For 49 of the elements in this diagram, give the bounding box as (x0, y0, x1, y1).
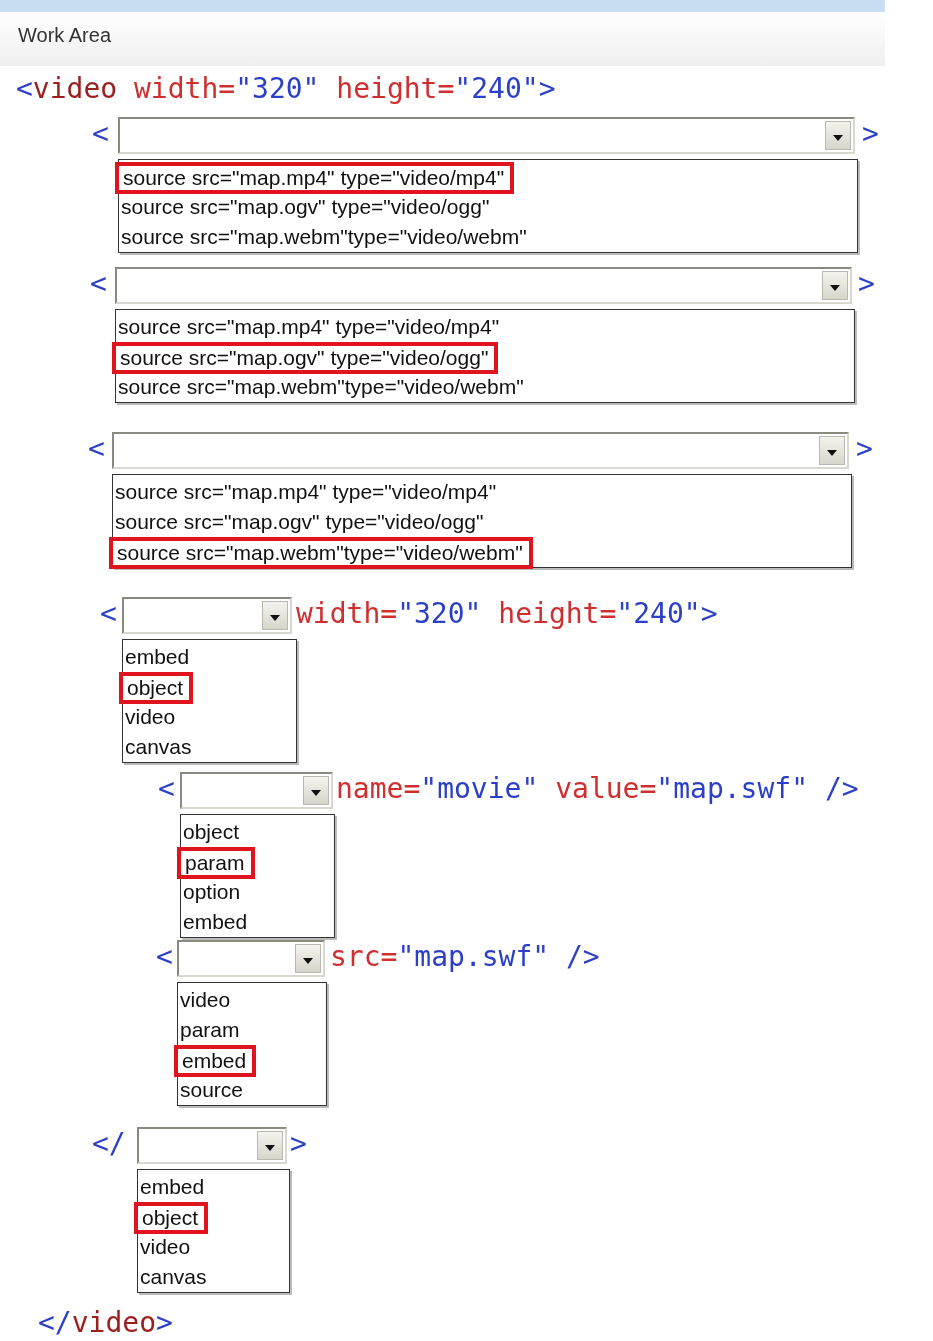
code-text: width="320" height="240"> (296, 597, 718, 631)
code-bracket: </ (92, 1127, 126, 1161)
code-bracket: < (90, 267, 107, 301)
option-list (112, 474, 852, 568)
code-line: </video> (38, 1306, 173, 1340)
option-list (122, 639, 297, 763)
code-bracket: < (92, 117, 109, 151)
option-text: canvas (140, 1265, 207, 1288)
option-text: canvas (125, 735, 192, 758)
option-text: param (180, 1018, 240, 1041)
code-text: name="movie" value="map.swf" /> (336, 772, 859, 806)
highlighted-option: source src="map.ogv" type="video/ogg" (112, 342, 499, 374)
option-list (180, 814, 335, 938)
option-text: source src="map.webm"type="video/webm" (118, 375, 524, 398)
code-bracket: > (290, 1127, 307, 1161)
option-text: video (125, 705, 176, 728)
panel-title: Work Area (18, 24, 111, 47)
option-text: video (180, 988, 231, 1011)
option-text: source src="map.mp4" type="video/mp4" (115, 480, 497, 503)
option-text: source src="map.webm"type="video/webm" (121, 225, 527, 248)
option-list (137, 1169, 290, 1293)
code-bracket: > (856, 432, 873, 466)
option-text: source src="map.mp4" type="video/mp4" (118, 315, 500, 338)
highlighted-option: source src="map.webm"type="video/webm" (109, 537, 533, 569)
option-text: option (183, 880, 241, 903)
highlighted-option: object (134, 1202, 209, 1234)
option-list (115, 309, 855, 403)
option-text: video (140, 1235, 191, 1258)
option-text: embed (183, 910, 248, 933)
option-text: object (183, 820, 240, 843)
option-list (177, 982, 327, 1106)
code-line: <video width="320" height="240"> (16, 72, 556, 106)
code-bracket: < (156, 940, 173, 974)
option-text: source src="map.ogv" type="video/ogg" (115, 510, 484, 533)
highlighted-option: embed (174, 1045, 257, 1077)
option-text: embed (140, 1175, 205, 1198)
highlighted-option: param (177, 847, 255, 879)
option-text: embed (125, 645, 190, 668)
code-bracket: > (862, 117, 879, 151)
highlighted-option: object (119, 672, 194, 704)
code-bracket: < (100, 597, 117, 631)
code-bracket: > (858, 267, 875, 301)
code-bracket: < (158, 772, 175, 806)
code-bracket: < (88, 432, 105, 466)
option-text: source src="map.ogv" type="video/ogg" (121, 195, 490, 218)
code-text: src="map.swf" /> (330, 940, 600, 974)
option-list (118, 159, 858, 253)
option-text: source (180, 1078, 244, 1101)
highlighted-option: source src="map.mp4" type="video/mp4" (115, 162, 515, 194)
